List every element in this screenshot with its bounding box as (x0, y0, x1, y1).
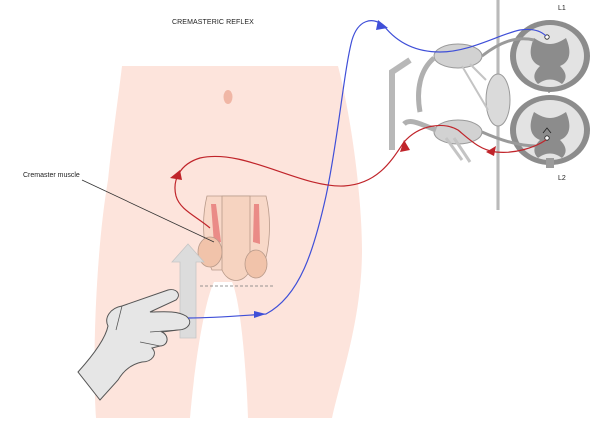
segment-L1-label: L1 (558, 5, 566, 12)
cremaster-muscle-right (253, 204, 260, 244)
cremaster-muscle-label: Cremaster muscle (23, 172, 80, 179)
navel (224, 90, 233, 104)
testis-right (245, 250, 267, 278)
diagram-title: CREMASTERIC REFLEX (172, 19, 254, 26)
neuron-dot-L2 (545, 136, 549, 140)
segment-L2-label: L2 (558, 175, 566, 182)
spinal-segment-L1 (510, 20, 590, 92)
ventral-root-ganglion-lower (434, 120, 482, 144)
testis-left (198, 237, 222, 267)
spinal-segment-L2 (510, 95, 590, 168)
dorsal-root-ganglion-upper (434, 44, 482, 68)
sympathetic-ganglion (486, 74, 510, 126)
